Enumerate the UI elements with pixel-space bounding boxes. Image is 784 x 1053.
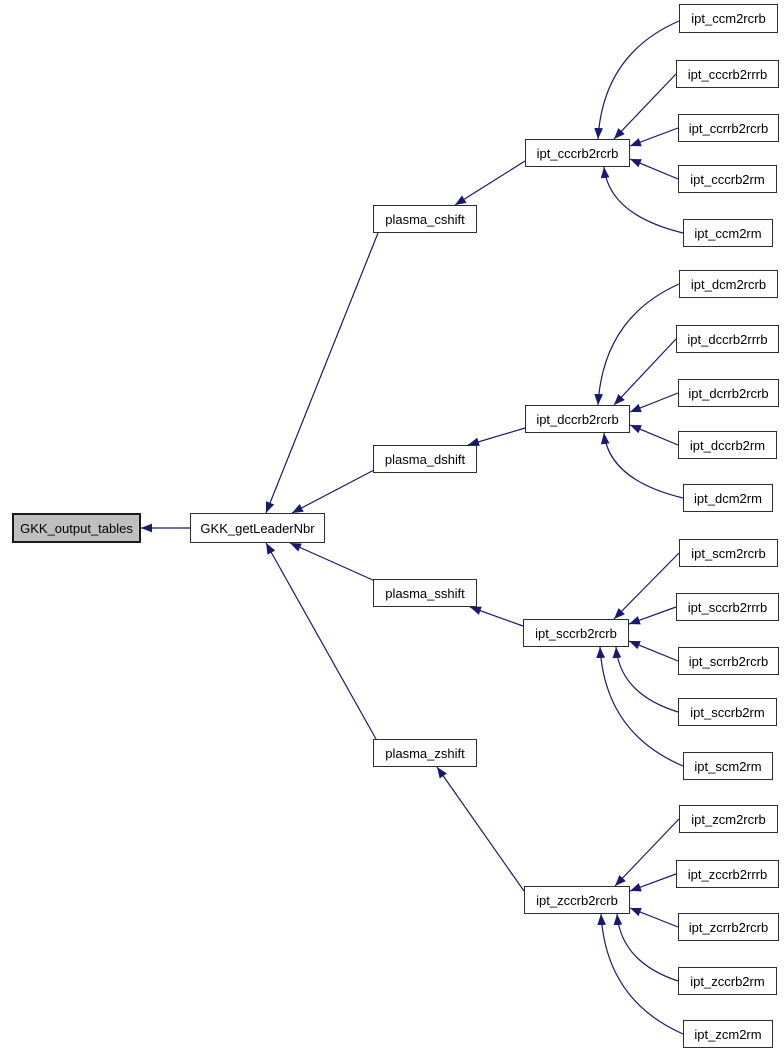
node-ipt-ccm2rcrb[interactable]: ipt_ccm2rcrb [679, 4, 778, 33]
edge-ipt-dccrb2rcrb-to-plasma-dshift [467, 427, 526, 447]
edge-ipt-zccrb2rcrb-to-plasma-zshift [436, 766, 525, 892]
node-plasma-cshift[interactable]: plasma_cshift [373, 205, 477, 233]
node-ipt-zccrb2rm[interactable]: ipt_zccrb2rm [678, 967, 777, 995]
edge-ipt-ccrrb2rcrb-to-ipt-cccrb2rcrb [629, 127, 679, 147]
node-ipt-scm2rm[interactable]: ipt_scm2rm [683, 752, 773, 780]
edge-ipt-cccrb2rrrb-to-ipt-cccrb2rcrb [613, 73, 677, 140]
edge-plasma-dshift-to-gkk-getleadernbr [291, 469, 375, 514]
edge-ipt-sccrb2rm-to-ipt-sccrb2rcrb [612, 646, 679, 713]
edge-ipt-zccrb2rrrb-to-ipt-zccrb2rcrb [629, 873, 677, 892]
node-gkk-output-tables: GKK_output_tables [12, 513, 141, 543]
edge-ipt-dcrrb2rcrb-to-ipt-dccrb2rcrb [629, 392, 679, 413]
node-ipt-ccrrb2rcrb[interactable]: ipt_ccrrb2rcrb [678, 114, 779, 142]
edge-ipt-zcrrb2rcrb-to-ipt-zccrb2rcrb [629, 907, 679, 928]
edge-ipt-scrrb2rcrb-to-ipt-sccrb2rcrb [628, 640, 679, 662]
edge-ipt-dcm2rm-to-ipt-dccrb2rcrb [600, 432, 684, 499]
node-ipt-dccrb2rrrb[interactable]: ipt_dccrb2rrrb [676, 325, 779, 353]
node-ipt-zccrb2rrrb[interactable]: ipt_zccrb2rrrb [676, 860, 779, 888]
edge-ipt-zcm2rm-to-ipt-zccrb2rcrb [597, 913, 684, 1035]
node-ipt-dccrb2rm[interactable]: ipt_dccrb2rm [678, 431, 777, 459]
node-ipt-dcrrb2rcrb[interactable]: ipt_dcrrb2rcrb [678, 379, 779, 407]
node-ipt-zccrb2rcrb[interactable]: ipt_zccrb2rcrb [524, 886, 630, 914]
edge-ipt-cccrb2rcrb-to-plasma-cshift [454, 160, 526, 206]
edge-ipt-dcm2rcrb-to-ipt-dccrb2rcrb [594, 283, 680, 406]
node-ipt-cccrb2rcrb[interactable]: ipt_cccrb2rcrb [525, 139, 630, 167]
node-ipt-scrrb2rcrb[interactable]: ipt_scrrb2rcrb [678, 647, 779, 675]
node-ipt-sccrb2rcrb[interactable]: ipt_sccrb2rcrb [523, 619, 629, 647]
node-ipt-sccrb2rm[interactable]: ipt_sccrb2rm [678, 698, 777, 726]
node-gkk-getleadernbr[interactable]: GKK_getLeaderNbr [190, 513, 325, 543]
edge-plasma-sshift-to-gkk-getleadernbr [289, 542, 376, 582]
node-ipt-zcm2rcrb[interactable]: ipt_zcm2rcrb [679, 805, 778, 833]
edge-ipt-dccrb2rm-to-ipt-dccrb2rcrb [629, 424, 679, 446]
node-ipt-scm2rcrb[interactable]: ipt_scm2rcrb [679, 539, 778, 567]
edge-ipt-cccrb2rm-to-ipt-cccrb2rcrb [629, 158, 679, 180]
node-plasma-dshift[interactable]: plasma_dshift [373, 445, 477, 473]
node-ipt-dcm2rm[interactable]: ipt_dcm2rm [683, 484, 773, 512]
edge-ipt-sccrb2rrrb-to-ipt-sccrb2rcrb [628, 606, 677, 625]
node-ipt-cccrb2rrrb[interactable]: ipt_cccrb2rrrb [676, 60, 779, 88]
node-ipt-sccrb2rrrb[interactable]: ipt_sccrb2rrrb [676, 593, 779, 621]
edge-ipt-ccm2rm-to-ipt-cccrb2rcrb [600, 166, 684, 234]
edge-ipt-scm2rm-to-ipt-sccrb2rcrb [596, 646, 684, 767]
node-plasma-zshift[interactable]: plasma_zshift [373, 739, 477, 767]
node-ipt-zcm2rm[interactable]: ipt_zcm2rm [683, 1020, 773, 1048]
edge-ipt-dccrb2rrrb-to-ipt-dccrb2rcrb [613, 338, 677, 406]
edge-plasma-zshift-to-gkk-getleadernbr [265, 542, 377, 740]
edge-plasma-cshift-to-gkk-getleadernbr [265, 232, 379, 514]
edge-ipt-scm2rcrb-to-ipt-sccrb2rcrb [613, 552, 680, 620]
node-ipt-dccrb2rcrb[interactable]: ipt_dccrb2rcrb [525, 405, 630, 433]
node-ipt-cccrb2rm[interactable]: ipt_cccrb2rm [678, 165, 777, 193]
edge-ipt-zccrb2rm-to-ipt-zccrb2rcrb [613, 913, 679, 982]
node-plasma-sshift[interactable]: plasma_sshift [373, 579, 477, 607]
edge-ipt-ccm2rcrb-to-ipt-cccrb2rcrb [594, 20, 680, 140]
node-ipt-dcm2rcrb[interactable]: ipt_dcm2rcrb [679, 270, 778, 298]
edge-ipt-sccrb2rcrb-to-plasma-sshift [469, 606, 524, 627]
node-ipt-zcrrb2rcrb[interactable]: ipt_zcrrb2rcrb [678, 913, 779, 941]
node-ipt-ccm2rm[interactable]: ipt_ccm2rm [683, 219, 773, 247]
edge-ipt-zcm2rcrb-to-ipt-zccrb2rcrb [614, 818, 680, 887]
